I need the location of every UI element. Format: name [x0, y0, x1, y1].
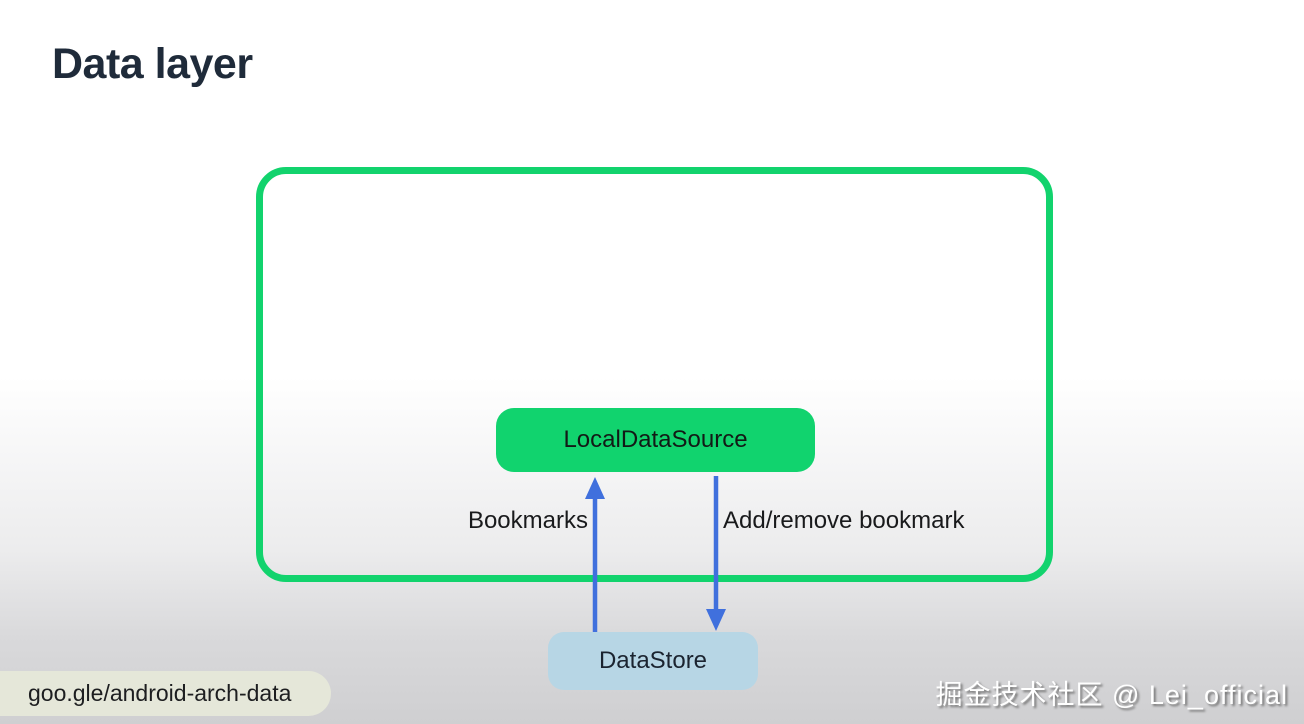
footer-link-text: goo.gle/android-arch-data: [28, 680, 292, 706]
page-title: Data layer: [52, 40, 253, 88]
footer-link-pill: goo.gle/android-arch-data: [0, 671, 332, 716]
arrow-down-head-icon: [706, 609, 726, 631]
data-layer-boundary-box: [256, 167, 1053, 582]
node-local-data-source: LocalDataSource: [496, 408, 815, 472]
watermark: 掘金技术社区 @ Lei_official: [935, 680, 1288, 710]
node-data-store-label: DataStore: [598, 647, 708, 674]
node-data-store: DataStore: [548, 632, 758, 690]
edge-label-bookmarks: Bookmarks: [467, 507, 588, 534]
edge-label-add-remove-bookmark: Add/remove bookmark: [723, 507, 965, 534]
node-local-data-source-label: LocalDataSource: [563, 426, 748, 453]
